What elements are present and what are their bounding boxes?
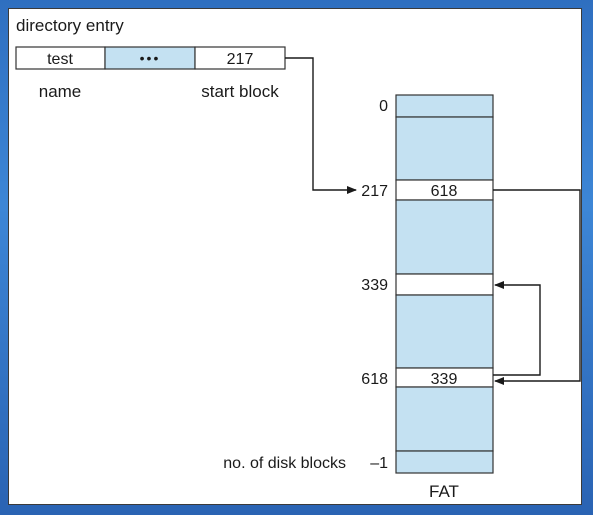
name-label: name [39, 82, 82, 101]
start-block-value: 217 [227, 51, 254, 68]
fat-entry-0 [395, 94, 494, 118]
pointer-618-to-339-arrow [493, 281, 541, 376]
fat-entry-last [395, 450, 494, 474]
ellipsis-text: ••• [140, 50, 161, 66]
fat-label-618: 618 [361, 371, 388, 388]
directory-entry-title: directory entry [16, 16, 124, 35]
pointer-217-to-618-arrow [493, 189, 581, 385]
fat-value-618: 339 [431, 371, 458, 388]
fat-entry-339 [395, 273, 494, 296]
fat-label-339: 339 [361, 277, 388, 294]
name-value: test [47, 51, 73, 68]
fat-value-217: 618 [431, 183, 458, 200]
fat-filler [395, 199, 494, 275]
start-block-arrow [285, 57, 357, 194]
fat-label-217: 217 [361, 183, 388, 200]
fat-filler [395, 386, 494, 452]
start-block-label: start block [201, 82, 279, 101]
fat-filler [395, 294, 494, 369]
fat-table [395, 94, 494, 474]
fat-caption: FAT [429, 482, 459, 501]
fat-label-0: 0 [379, 98, 388, 115]
fat-label-last: –1 [370, 455, 388, 472]
disk-blocks-label: no. of disk blocks [223, 455, 346, 472]
fat-filler [395, 116, 494, 181]
